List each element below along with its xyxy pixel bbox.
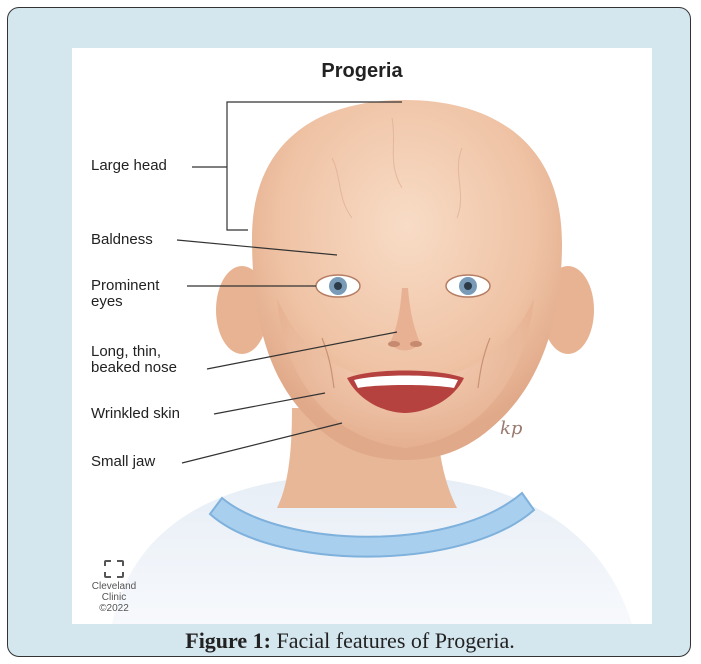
label-beaked-nose: Long, thin, beaked nose [91, 344, 177, 376]
logo-line-2: Clinic [87, 592, 141, 603]
face-drawing [72, 48, 652, 624]
label-wrinkled-skin: Wrinkled skin [91, 406, 180, 422]
label-small-jaw: Small jaw [91, 454, 155, 470]
figure-caption: Figure 1: Facial features of Progeria. [8, 628, 692, 654]
label-prominent-eyes: Prominent eyes [91, 278, 159, 310]
figure-frame: Progeria Large head Baldness Prominent e… [7, 7, 691, 657]
progeria-illustration: Progeria Large head Baldness Prominent e… [72, 48, 652, 624]
illustration-title: Progeria [72, 60, 652, 83]
label-large-head: Large head [91, 158, 167, 174]
caption-prefix: Figure 1: [185, 628, 271, 653]
clinic-cross-icon [104, 560, 124, 578]
label-baldness: Baldness [91, 232, 153, 248]
caption-text: Facial features of Progeria. [271, 628, 515, 653]
logo-copyright: ©2022 [87, 603, 141, 614]
artist-initials: kp [500, 418, 522, 439]
cleveland-clinic-logo: Cleveland Clinic ©2022 [87, 560, 141, 614]
logo-line-1: Cleveland [87, 581, 141, 592]
